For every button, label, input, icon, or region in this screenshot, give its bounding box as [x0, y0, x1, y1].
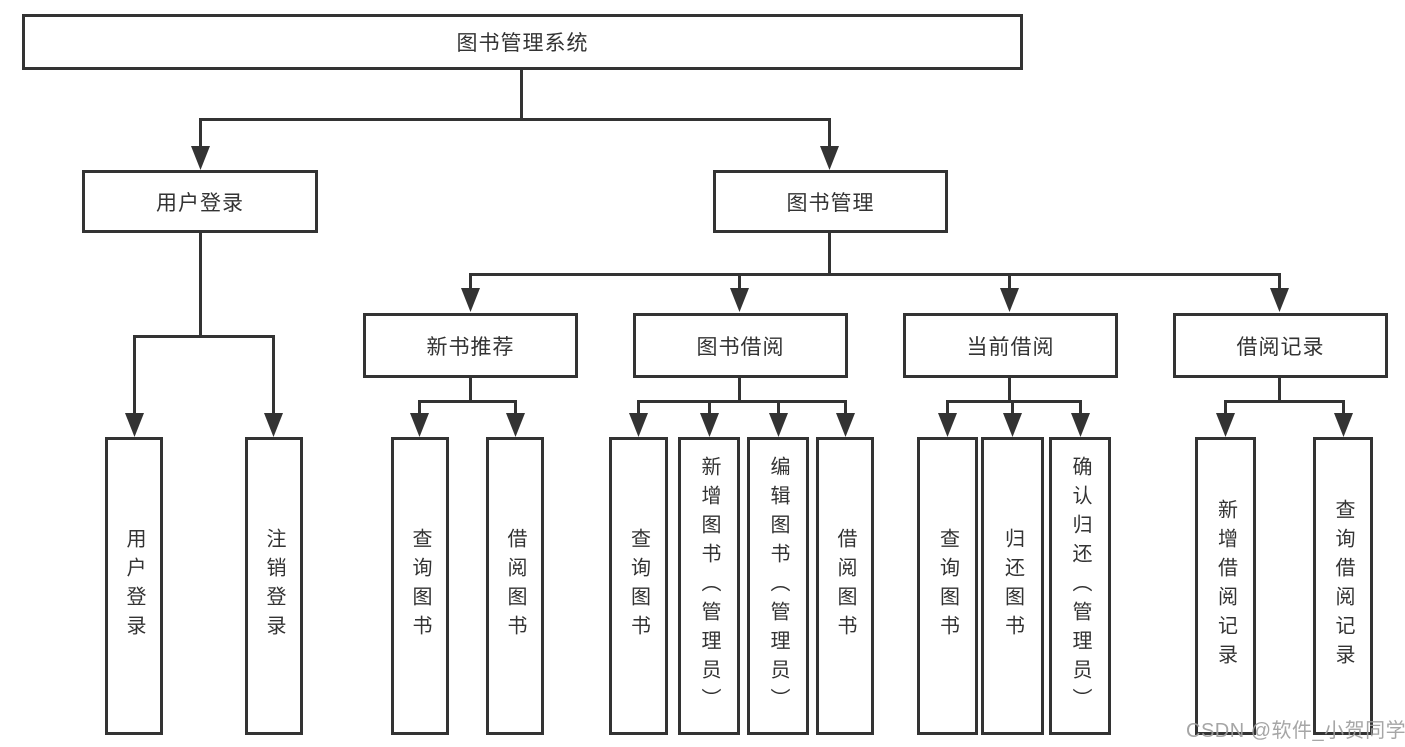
node-leaf-logout: 注销登录 — [245, 437, 303, 735]
arrowhead-leaf-b2 — [506, 413, 525, 437]
node-leaf-query-book-1: 查询图书 — [391, 437, 449, 735]
arrowhead-leaf-a1 — [125, 413, 144, 437]
arrowhead-leaf-c2 — [700, 413, 719, 437]
arrowhead-leaf-d1 — [938, 413, 957, 437]
arrowhead-current — [1000, 288, 1019, 312]
node-book-borrow: 图书借阅 — [633, 313, 848, 378]
node-leaf-add-book-admin: 新增图书（管理员） — [678, 437, 740, 735]
arrowhead-borrow — [730, 288, 749, 312]
node-leaf-user-login: 用户登录 — [105, 437, 163, 735]
arrowhead-leaf-e1 — [1216, 413, 1235, 437]
csdn-watermark: CSDN @软件_小贺同学 — [1186, 720, 1405, 742]
node-user-login: 用户登录 — [82, 170, 318, 233]
arrowhead-book-mgmt — [820, 146, 839, 170]
arrowhead-leaf-b1 — [410, 413, 429, 437]
node-leaf-add-borrow-record: 新增借阅记录 — [1195, 437, 1256, 735]
node-root-system: 图书管理系统 — [22, 14, 1023, 70]
arrowhead-leaf-d2 — [1003, 413, 1022, 437]
arrowhead-leaf-d3 — [1071, 413, 1090, 437]
node-leaf-edit-book-admin: 编辑图书（管理员） — [747, 437, 809, 735]
arrowhead-leaf-c4 — [836, 413, 855, 437]
node-new-book-recommend: 新书推荐 — [363, 313, 578, 378]
node-book-management: 图书管理 — [713, 170, 948, 233]
node-leaf-confirm-return-admin: 确认归还（管理员） — [1049, 437, 1111, 735]
node-leaf-query-borrow-record: 查询借阅记录 — [1313, 437, 1373, 735]
arrowhead-leaf-c3 — [769, 413, 788, 437]
arrowhead-leaf-e2 — [1334, 413, 1353, 437]
arrowhead-leaf-a2 — [264, 413, 283, 437]
node-leaf-query-book-2: 查询图书 — [609, 437, 668, 735]
node-leaf-query-book-3: 查询图书 — [917, 437, 978, 735]
node-leaf-borrow-book-2: 借阅图书 — [816, 437, 874, 735]
node-leaf-borrow-book-1: 借阅图书 — [486, 437, 544, 735]
node-borrow-record: 借阅记录 — [1173, 313, 1388, 378]
node-current-borrow: 当前借阅 — [903, 313, 1118, 378]
arrowhead-leaf-c1 — [629, 413, 648, 437]
arrowhead-newrec — [461, 288, 480, 312]
arrowhead-user-login — [191, 146, 210, 170]
arrowhead-record — [1270, 288, 1289, 312]
node-leaf-return-book: 归还图书 — [981, 437, 1044, 735]
